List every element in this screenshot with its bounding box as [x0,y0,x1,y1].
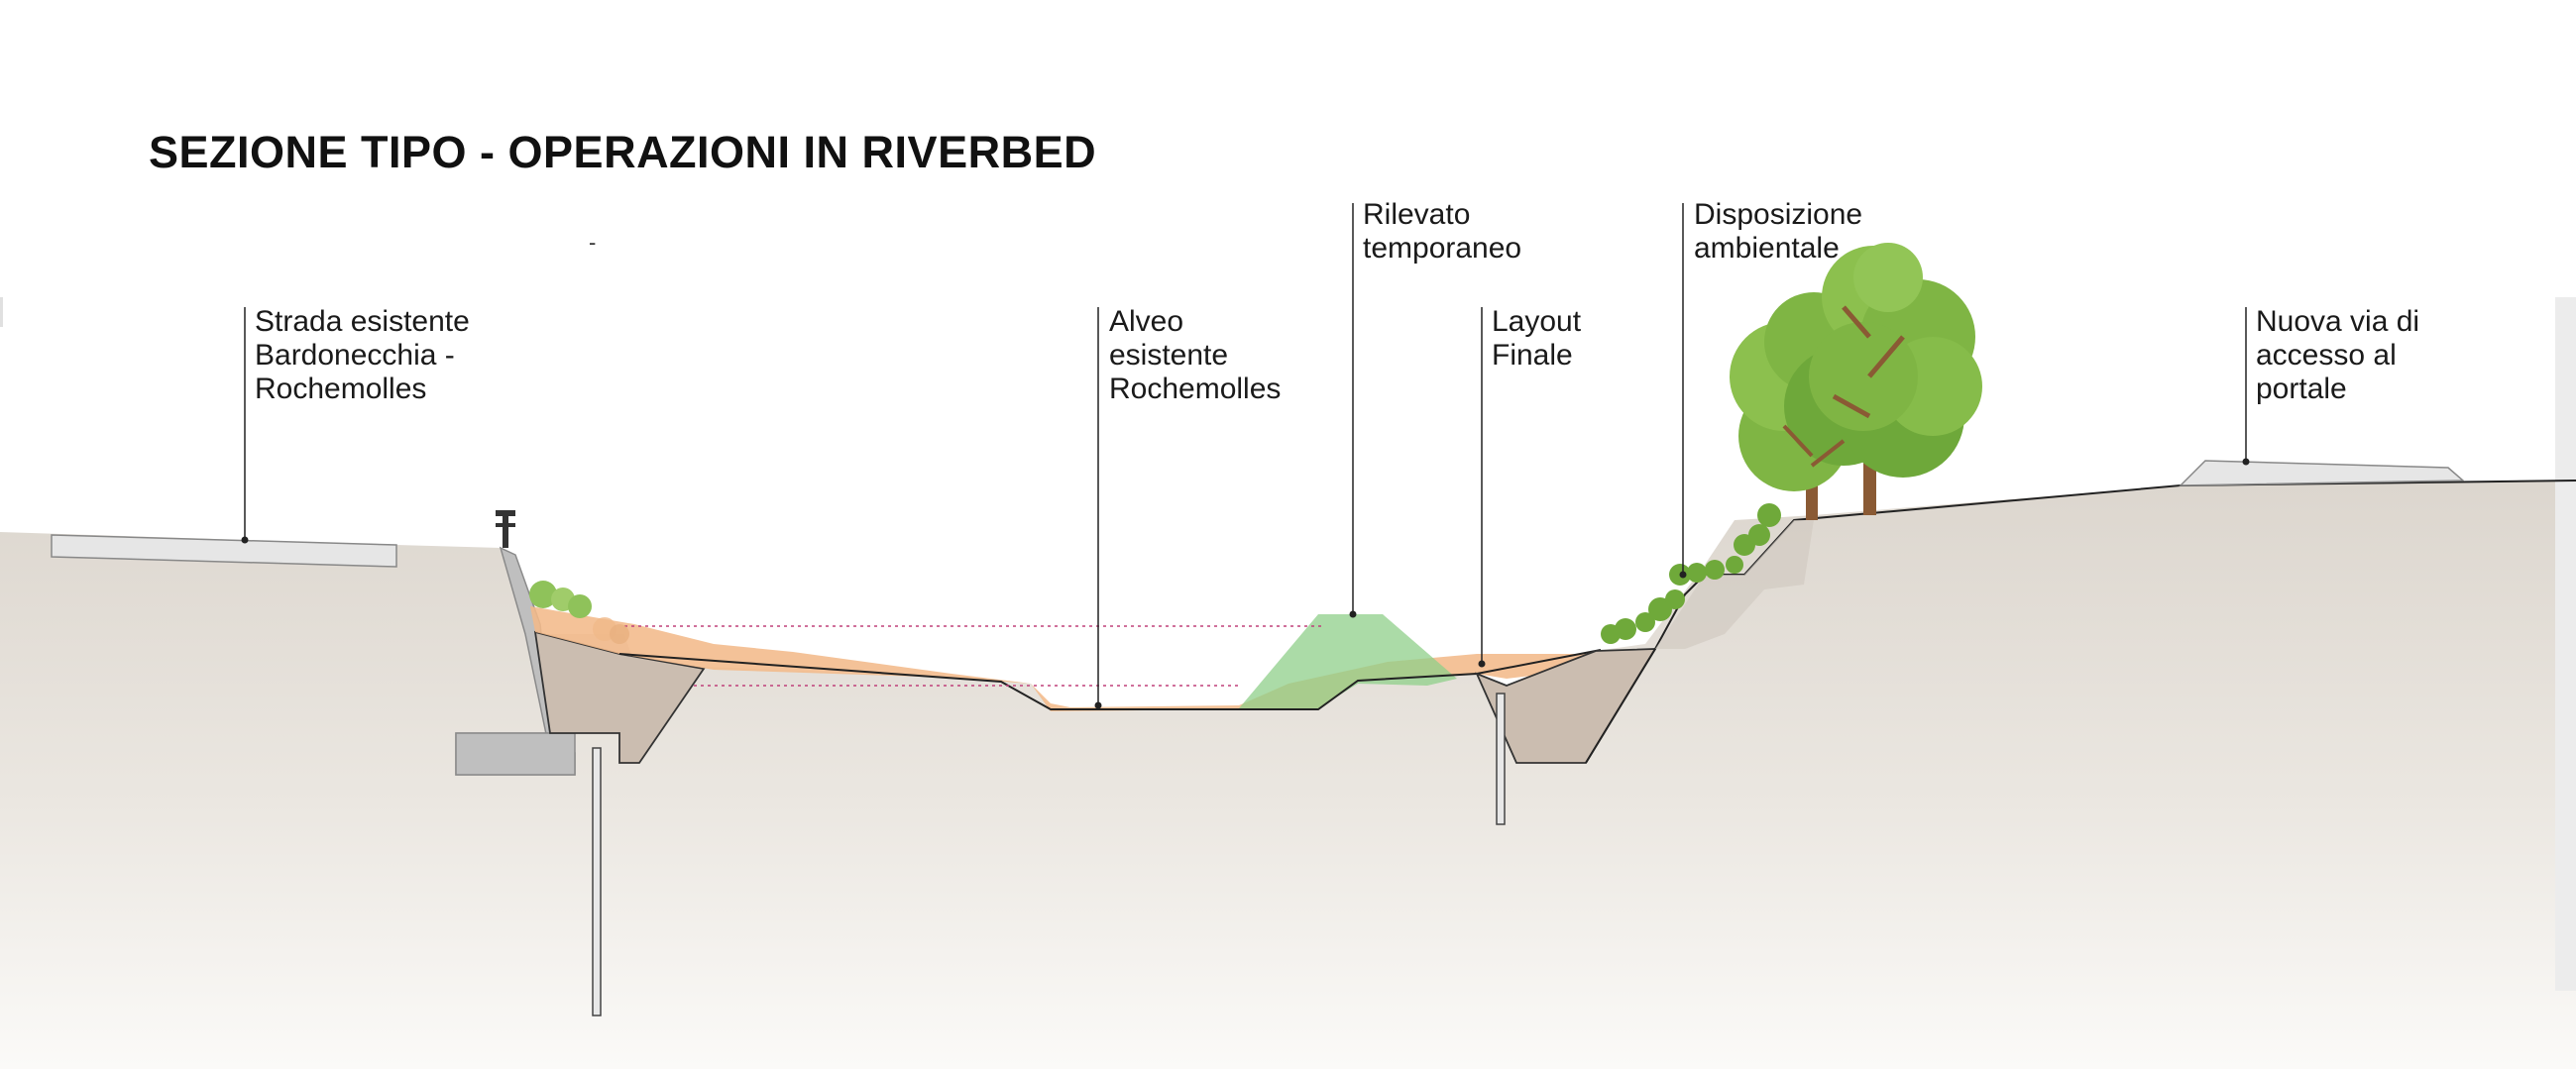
label-layout-finale: Layout Finale [1492,305,1581,373]
label-line: Layout [1492,305,1582,338]
label-line: ambientale [1694,232,1840,265]
label-rilevato-temporaneo: Rilevato temporaneo [1363,198,1521,266]
stray-mark: - [589,230,597,255]
leader-dots [241,458,2250,709]
label-line: temporaneo [1363,232,1522,265]
label-line: Alveo [1109,305,1184,338]
new-access-road [2179,460,2465,486]
label-line: accesso al [2256,339,2397,372]
right-pile [1496,693,1506,825]
left-excavation [533,630,706,764]
wall-footing [455,732,576,776]
temporary-embankment [1239,614,1457,708]
ground-terrain [0,481,2576,1069]
page-title: SEZIONE TIPO - OPERAZIONI IN RIVERBED [149,127,1097,177]
label-disposizione-ambientale: Disposizione ambientale [1694,198,1862,266]
label-line: Bardonecchia - [255,339,455,372]
left-edge-mark [0,297,3,327]
existing-road [51,534,397,568]
label-line: Rilevato [1363,198,1471,231]
label-line: Disposizione [1694,198,1863,231]
label-line: Nuova via di [2256,305,2420,338]
left-pile [592,747,602,1016]
leader-lines [244,203,2247,705]
left-bushes [529,581,629,644]
label-line: Rochemolles [1109,373,1282,405]
right-bank-shade [1655,520,1814,649]
right-edge-bar [2555,297,2576,991]
guardrail-post [496,510,515,548]
label-line: Strada esistente [255,305,470,338]
label-line: portale [2256,373,2347,405]
label-line: esistente [1109,339,1229,372]
label-strada-esistente: Strada esistente Bardonecchia - Rochemol… [255,305,470,406]
label-line: Finale [1492,339,1573,372]
label-alveo-esistente: Alveo esistente Rochemolles [1109,305,1281,406]
label-line: Rochemolles [255,373,427,405]
trees [1730,243,1982,520]
label-nuova-via-accesso: Nuova via di accesso al portale [2256,305,2419,406]
